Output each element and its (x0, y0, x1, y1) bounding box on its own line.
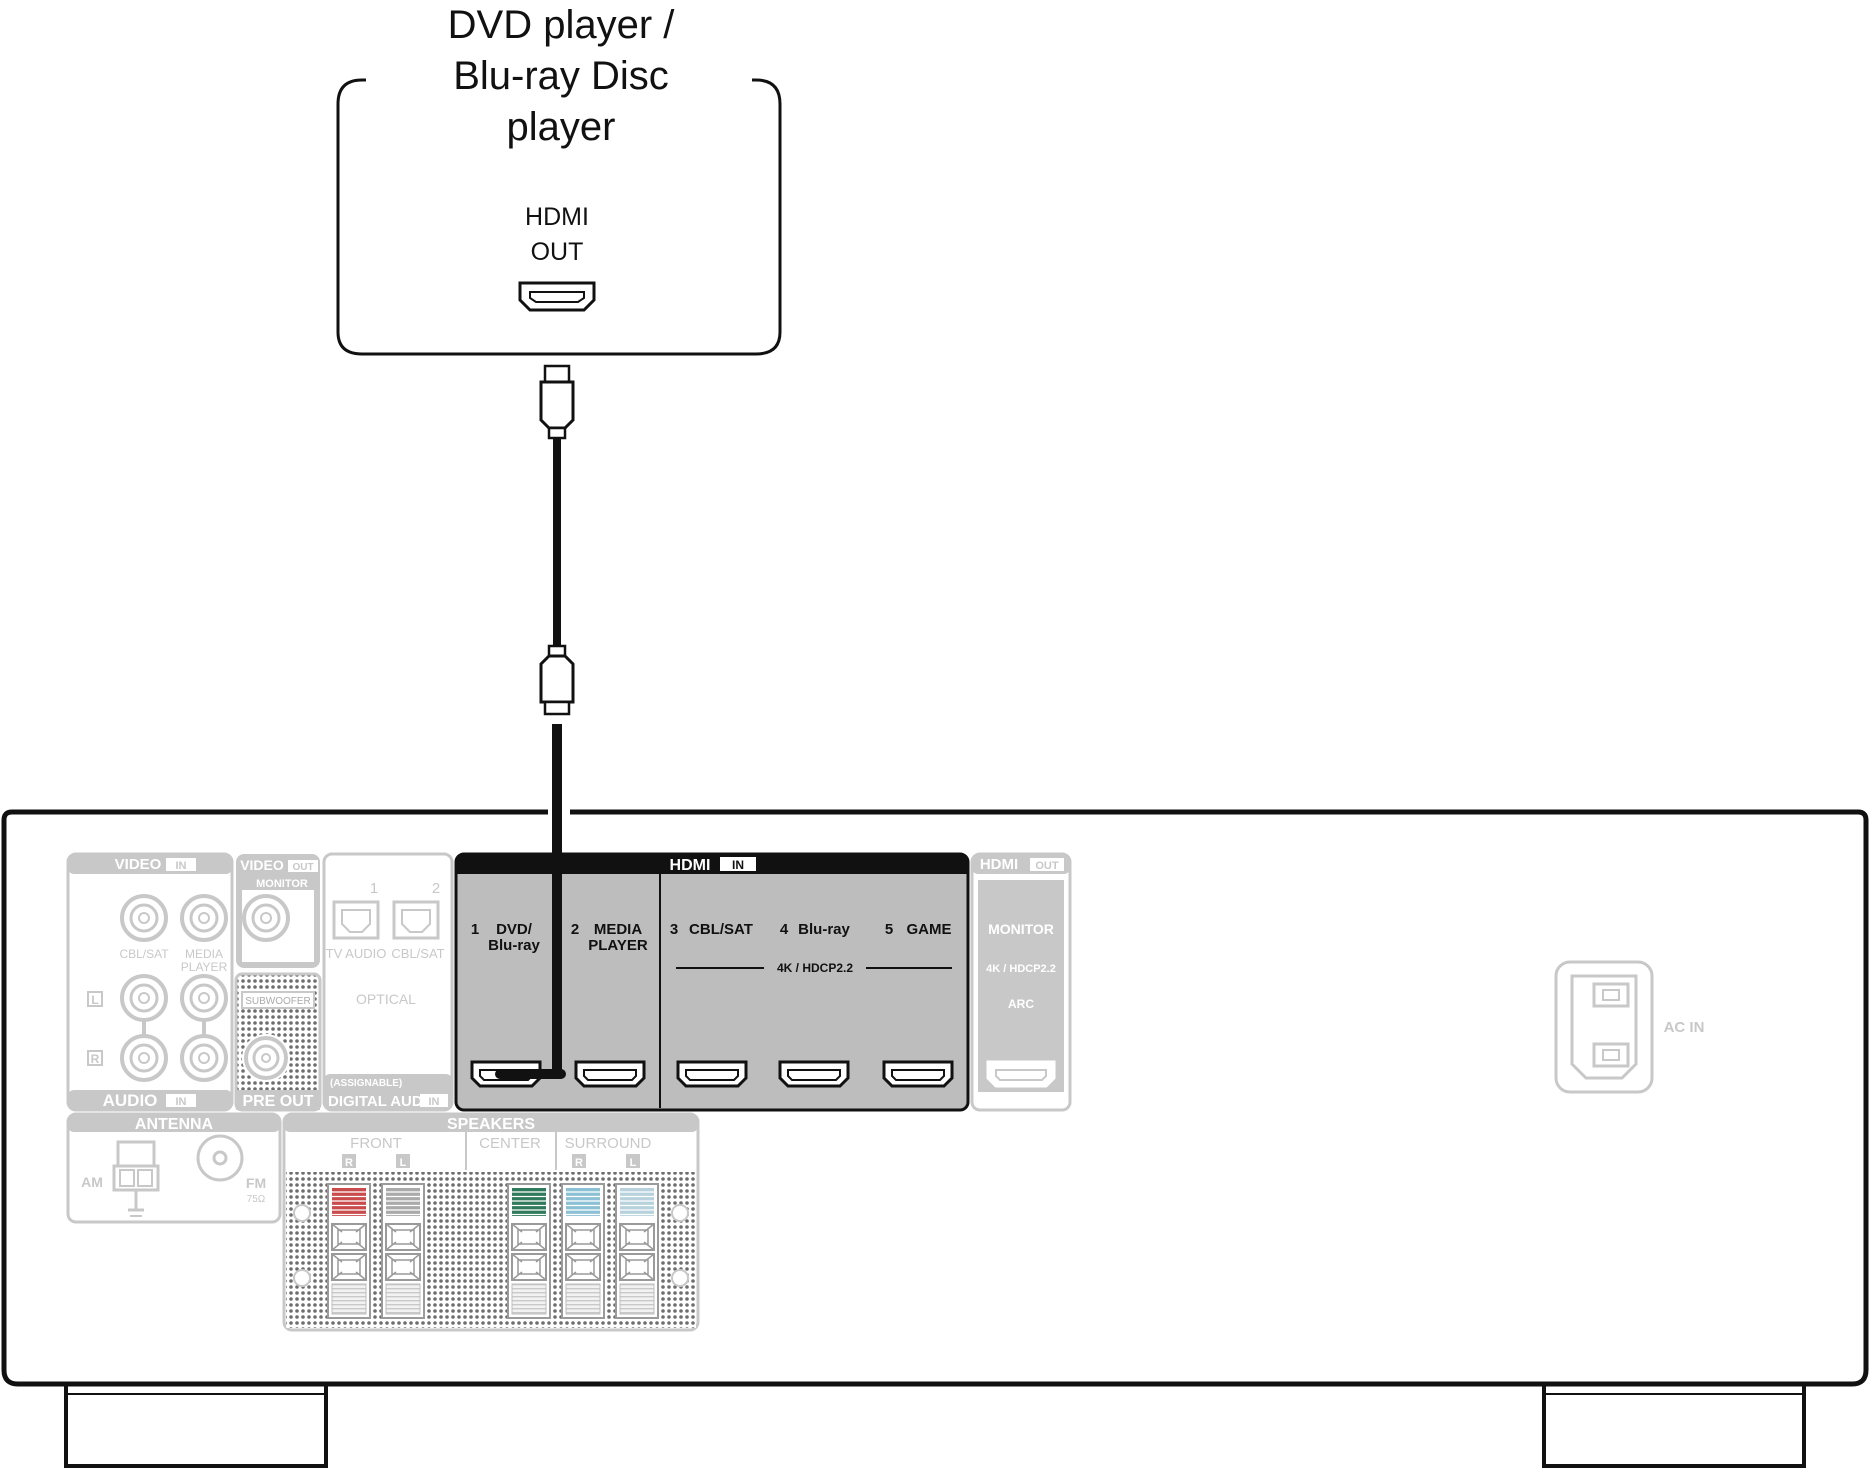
hdmi-input-1-label-line-1: DVD/ (496, 921, 533, 938)
ac-in-label: AC IN (1664, 1019, 1705, 1036)
hdmi-in-port-2 (574, 1060, 646, 1088)
tv-audio-label: TV AUDIO (326, 946, 387, 961)
video-in-label-cbl-sat: CBL/SAT (119, 947, 169, 961)
source-hdmi-port-icon (518, 281, 596, 312)
audio-in-title: AUDIO (103, 1091, 158, 1110)
hdmi-input-1: 1 DVD/ Blu-ray (471, 921, 541, 954)
audio-in-l-label: L (91, 993, 98, 1007)
hdmi-in-title: HDMI (670, 857, 711, 874)
hdmi-input-5-label: GAME (907, 921, 952, 938)
hdmi-out-label-line-1: HDMI (525, 203, 589, 231)
receiver-foot-left (64, 1386, 328, 1468)
speakers-panel: SPEAKERS FRONT CENTER SURROUND R L R L (282, 1112, 700, 1332)
front-l-label: L (400, 1157, 407, 1169)
hdmi-input-3-label: CBL/SAT (689, 921, 753, 938)
hdmi-out-monitor-label: MONITOR (988, 921, 1054, 937)
cable-end-in-port-1 (495, 820, 566, 1079)
hdmi-input-5: 5 GAME (885, 921, 952, 938)
hdmi-in-port-4 (778, 1060, 850, 1088)
hdmi-out-panel: HDMI OUT MONITOR 4K / HDCP2.2 ARC (970, 852, 1072, 1112)
speaker-terminal-center (507, 1183, 551, 1319)
assignable-label: (ASSIGNABLE) (330, 1078, 402, 1089)
source-device-name-line-1: DVD player / (448, 3, 676, 47)
video-out-pre-out-panel: VIDEO OUT MONITOR SUBWOOFER PRE OUT (234, 854, 322, 1112)
hdmi-in-port-3 (676, 1060, 748, 1088)
cable-plug-bottom-icon (539, 644, 575, 716)
optical-label: OPTICAL (356, 991, 416, 1007)
fm-connector-icon (196, 1134, 244, 1182)
audio-in-tag: IN (176, 1096, 187, 1108)
subwoofer-label: SUBWOOFER (245, 996, 311, 1007)
am-label: AM (81, 1174, 103, 1190)
video-in-label-player: PLAYER (181, 960, 228, 974)
hdmi-in-panel: HDMI IN 1 DVD/ Blu-ray 2 MEDIA PLAYER 3 … (454, 852, 970, 1112)
cable-plug-top-icon (539, 364, 575, 440)
speaker-polarity-icons (293, 1204, 689, 1287)
hdmi-input-4: 4 Blu-ray (780, 921, 851, 938)
antenna-panel: ANTENNA AM FM 75Ω (66, 1112, 282, 1224)
surround-r-label: R (575, 1157, 583, 1169)
speaker-terminals (327, 1183, 659, 1319)
speakers-center-label: CENTER (479, 1135, 541, 1152)
hdmi-out-title: HDMI (980, 856, 1018, 873)
hdmi-input-2-label-line-2: PLAYER (588, 937, 648, 954)
receiver-foot-right (1542, 1386, 1806, 1468)
hdmi-input-1-label-line-2: Blu-ray (488, 937, 540, 954)
hdmi-out-tag: OUT (1035, 860, 1059, 872)
video-out-tag: OUT (292, 862, 313, 873)
hdmi-input-2-number: 2 (571, 921, 579, 938)
speaker-terminal-surround-l (615, 1183, 659, 1319)
am-terminal-icon (112, 1140, 160, 1217)
source-device: DVD player / Blu-ray Disc player HDMI OU… (336, 3, 782, 356)
hdmi-out-arc-label: ARC (1008, 997, 1034, 1011)
video-out-title: VIDEO (240, 857, 284, 873)
speaker-terminal-front-l (381, 1183, 425, 1319)
hdmi-input-4-number: 4 (780, 921, 789, 938)
optical-2-label: 2 (432, 880, 440, 897)
video-in-title: VIDEO (115, 856, 162, 873)
speaker-terminal-front-r (327, 1183, 371, 1319)
speakers-title: SPEAKERS (447, 1116, 535, 1133)
front-r-label: R (345, 1157, 353, 1169)
speakers-surround-label: SURROUND (565, 1135, 652, 1152)
hdmi-input-3: 3 CBL/SAT (670, 921, 753, 938)
hdmi-out-port (986, 1060, 1056, 1088)
source-device-name-line-3: player (507, 105, 616, 149)
fm-label: FM (246, 1175, 266, 1191)
antenna-title: ANTENNA (135, 1116, 214, 1133)
hdmi-input-2-label-line-1: MEDIA (594, 921, 643, 938)
speakers-front-label: FRONT (350, 1135, 402, 1152)
audio-in-r-label: R (91, 1052, 100, 1066)
hdmi-input-4-label: Blu-ray (798, 921, 850, 938)
video-in-label-media: MEDIA (185, 947, 223, 961)
speaker-terminal-surround-r (561, 1183, 605, 1319)
video-audio-in-panel: VIDEO IN CBL/SAT MEDIA PLAYER L R AUDIO … (66, 852, 234, 1112)
ac-in: AC IN (1554, 960, 1705, 1094)
receiver-body (1, 809, 1869, 1468)
hdmi-out-label-line-2: OUT (531, 238, 584, 266)
pre-out-title: PRE OUT (242, 1093, 313, 1110)
optical-cbl-sat-label: CBL/SAT (391, 946, 444, 961)
receiver-outline (1, 809, 1869, 1387)
hdmi-input-2: 2 MEDIA PLAYER (571, 921, 648, 954)
hdmi-in-port-5 (882, 1060, 954, 1088)
digital-audio-tag: IN (429, 1096, 440, 1108)
fm-ohm-label: 75Ω (247, 1194, 266, 1205)
optical-1-label: 1 (370, 880, 378, 897)
hdmi-in-tag: IN (732, 858, 744, 872)
source-device-name-line-2: Blu-ray Disc (453, 54, 669, 98)
hdmi-input-1-number: 1 (471, 921, 479, 938)
video-in-tag: IN (176, 860, 187, 872)
digital-audio-panel: 1 2 TV AUDIO CBL/SAT OPTICAL (ASSIGNABLE… (322, 852, 454, 1112)
hdmi-input-5-number: 5 (885, 921, 893, 938)
hdmi-out-spec-label: 4K / HDCP2.2 (986, 963, 1056, 975)
digital-audio-title: DIGITAL AUDIO (328, 1093, 439, 1110)
video-out-monitor-label: MONITOR (256, 878, 308, 890)
surround-l-label: L (630, 1157, 637, 1169)
hdmi-input-3-number: 3 (670, 921, 678, 938)
source-device-outline (336, 78, 782, 356)
hdmi-in-spec-label: 4K / HDCP2.2 (777, 961, 853, 975)
